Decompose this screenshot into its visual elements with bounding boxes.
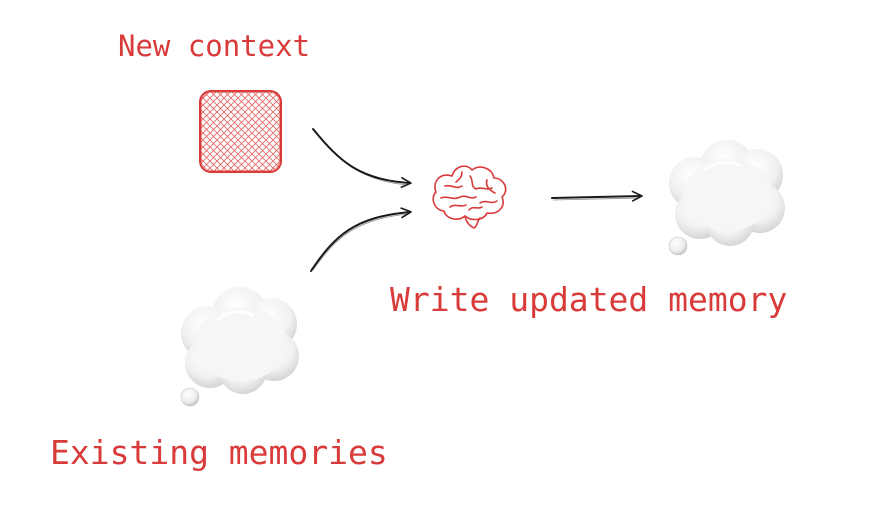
arrow-existing-memories-to-brain: [310, 207, 412, 272]
label-existing-memories: Existing memories: [50, 433, 388, 472]
thought-cloud-icon: [180, 287, 299, 407]
arrow-brain-to-updated-memory: [551, 190, 643, 202]
arrow-new-context-to-brain: [312, 128, 412, 189]
label-write-updated-memory: Write updated memory: [390, 280, 788, 319]
label-new-context: New context: [118, 29, 311, 63]
hatched-square-icon: [199, 90, 282, 173]
thought-cloud-icon: [668, 140, 785, 256]
brain-icon: [432, 165, 507, 229]
